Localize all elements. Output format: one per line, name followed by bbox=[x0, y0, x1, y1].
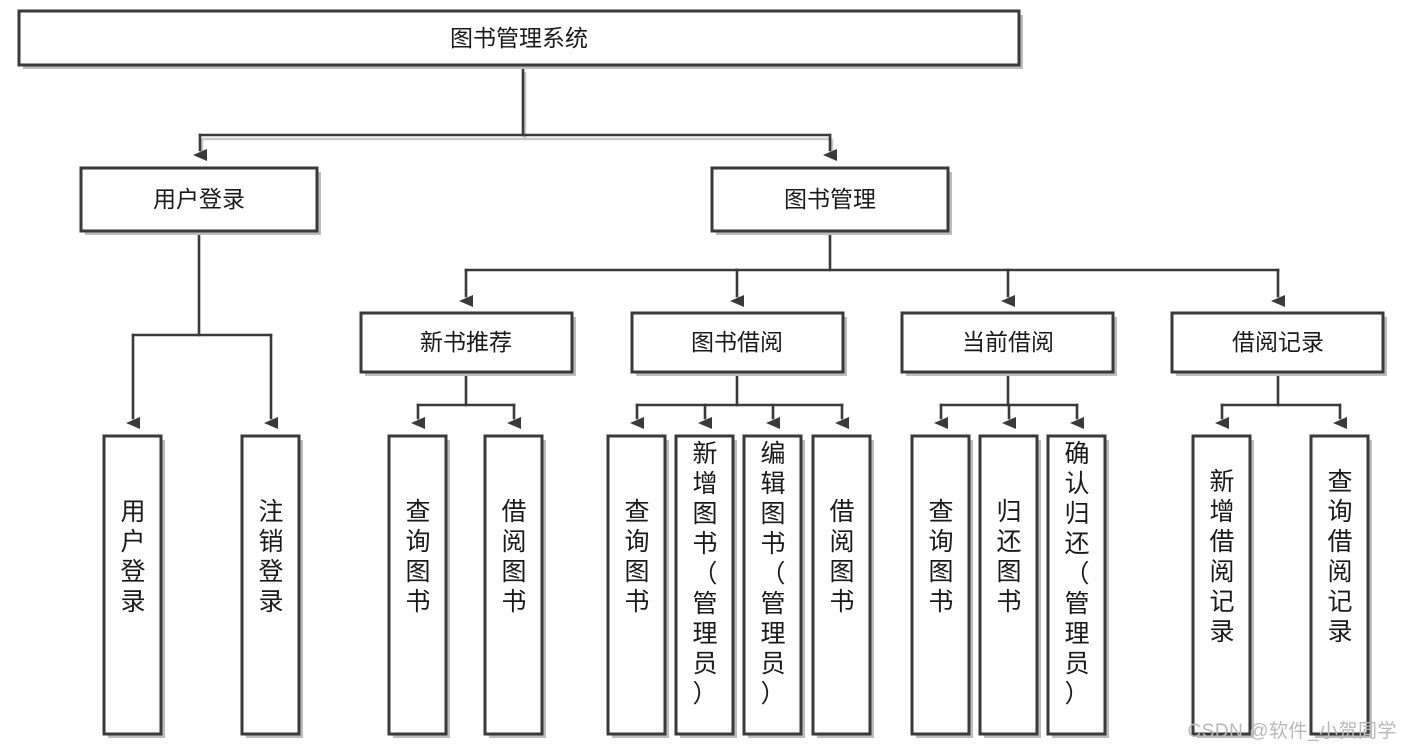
leaf-query-book-borrow[interactable]: 查询图书 bbox=[606, 434, 669, 738]
node-borrow-record[interactable]: 借阅记录 bbox=[1170, 311, 1387, 376]
node-book-borrow[interactable]: 图书借阅 bbox=[630, 311, 847, 376]
leaf-logout[interactable]: 注销登录 bbox=[240, 434, 303, 738]
node-borrow-record-label: 借阅记录 bbox=[1232, 329, 1324, 355]
leaf-confirm-return-admin-label: 确认归还（管理员） bbox=[1064, 440, 1089, 708]
leaf-query-book-current[interactable]: 查询图书 bbox=[910, 434, 973, 738]
leaf-user-login-label: 用户登录 bbox=[120, 498, 145, 616]
leaf-edit-book-admin[interactable]: 编辑图书（管理员） bbox=[742, 434, 805, 738]
leaf-query-book-newbook[interactable]: 查询图书 bbox=[387, 434, 450, 738]
leaf-borrow-book-newbook[interactable]: 借阅图书 bbox=[483, 434, 546, 738]
node-current-borrow[interactable]: 当前借阅 bbox=[900, 311, 1117, 376]
leaf-query-borrow-record-label: 查询借阅记录 bbox=[1327, 468, 1352, 646]
node-book-management[interactable]: 图书管理 bbox=[710, 166, 952, 235]
node-root-label: 图书管理系统 bbox=[450, 25, 588, 51]
leaf-return-book[interactable]: 归还图书 bbox=[978, 434, 1041, 738]
node-new-book-recommend[interactable]: 新书推荐 bbox=[359, 311, 576, 376]
leaf-user-login[interactable]: 用户登录 bbox=[102, 434, 165, 738]
leaf-borrow-book-borrow-label: 借阅图书 bbox=[829, 498, 854, 616]
leaf-query-borrow-record[interactable]: 查询借阅记录 bbox=[1309, 434, 1372, 738]
edge-layer bbox=[126, 65, 1347, 429]
leaf-query-book-borrow-label: 查询图书 bbox=[624, 498, 649, 616]
node-new-book-recommend-label: 新书推荐 bbox=[420, 329, 512, 355]
csdn-watermark: CSDN @软件_小贺同学 bbox=[1187, 721, 1397, 742]
leaf-query-book-current-label: 查询图书 bbox=[928, 498, 953, 616]
node-user-login[interactable]: 用户登录 bbox=[79, 166, 321, 235]
node-current-borrow-label: 当前借阅 bbox=[962, 329, 1054, 355]
node-book-management-label: 图书管理 bbox=[784, 186, 876, 212]
leaf-add-book-admin-label: 新增图书（管理员） bbox=[692, 440, 717, 708]
leaf-add-borrow-record-label: 新增借阅记录 bbox=[1209, 468, 1234, 646]
leaf-return-book-label: 归还图书 bbox=[996, 498, 1021, 616]
leaf-borrow-book-borrow[interactable]: 借阅图书 bbox=[811, 434, 874, 738]
leaf-add-borrow-record[interactable]: 新增借阅记录 bbox=[1191, 434, 1254, 738]
node-user-login-label: 用户登录 bbox=[153, 186, 245, 212]
leaf-confirm-return-admin[interactable]: 确认归还（管理员） bbox=[1046, 434, 1109, 738]
leaf-borrow-book-newbook-label: 借阅图书 bbox=[501, 498, 526, 616]
leaf-query-book-newbook-label: 查询图书 bbox=[405, 498, 430, 616]
leaf-edit-book-admin-label: 编辑图书（管理员） bbox=[760, 440, 785, 708]
node-book-borrow-label: 图书借阅 bbox=[691, 329, 783, 355]
node-root-book-management-system[interactable]: 图书管理系统 bbox=[17, 9, 1023, 69]
leaf-add-book-admin[interactable]: 新增图书（管理员） bbox=[674, 434, 737, 738]
leaf-logout-label: 注销登录 bbox=[258, 498, 283, 616]
